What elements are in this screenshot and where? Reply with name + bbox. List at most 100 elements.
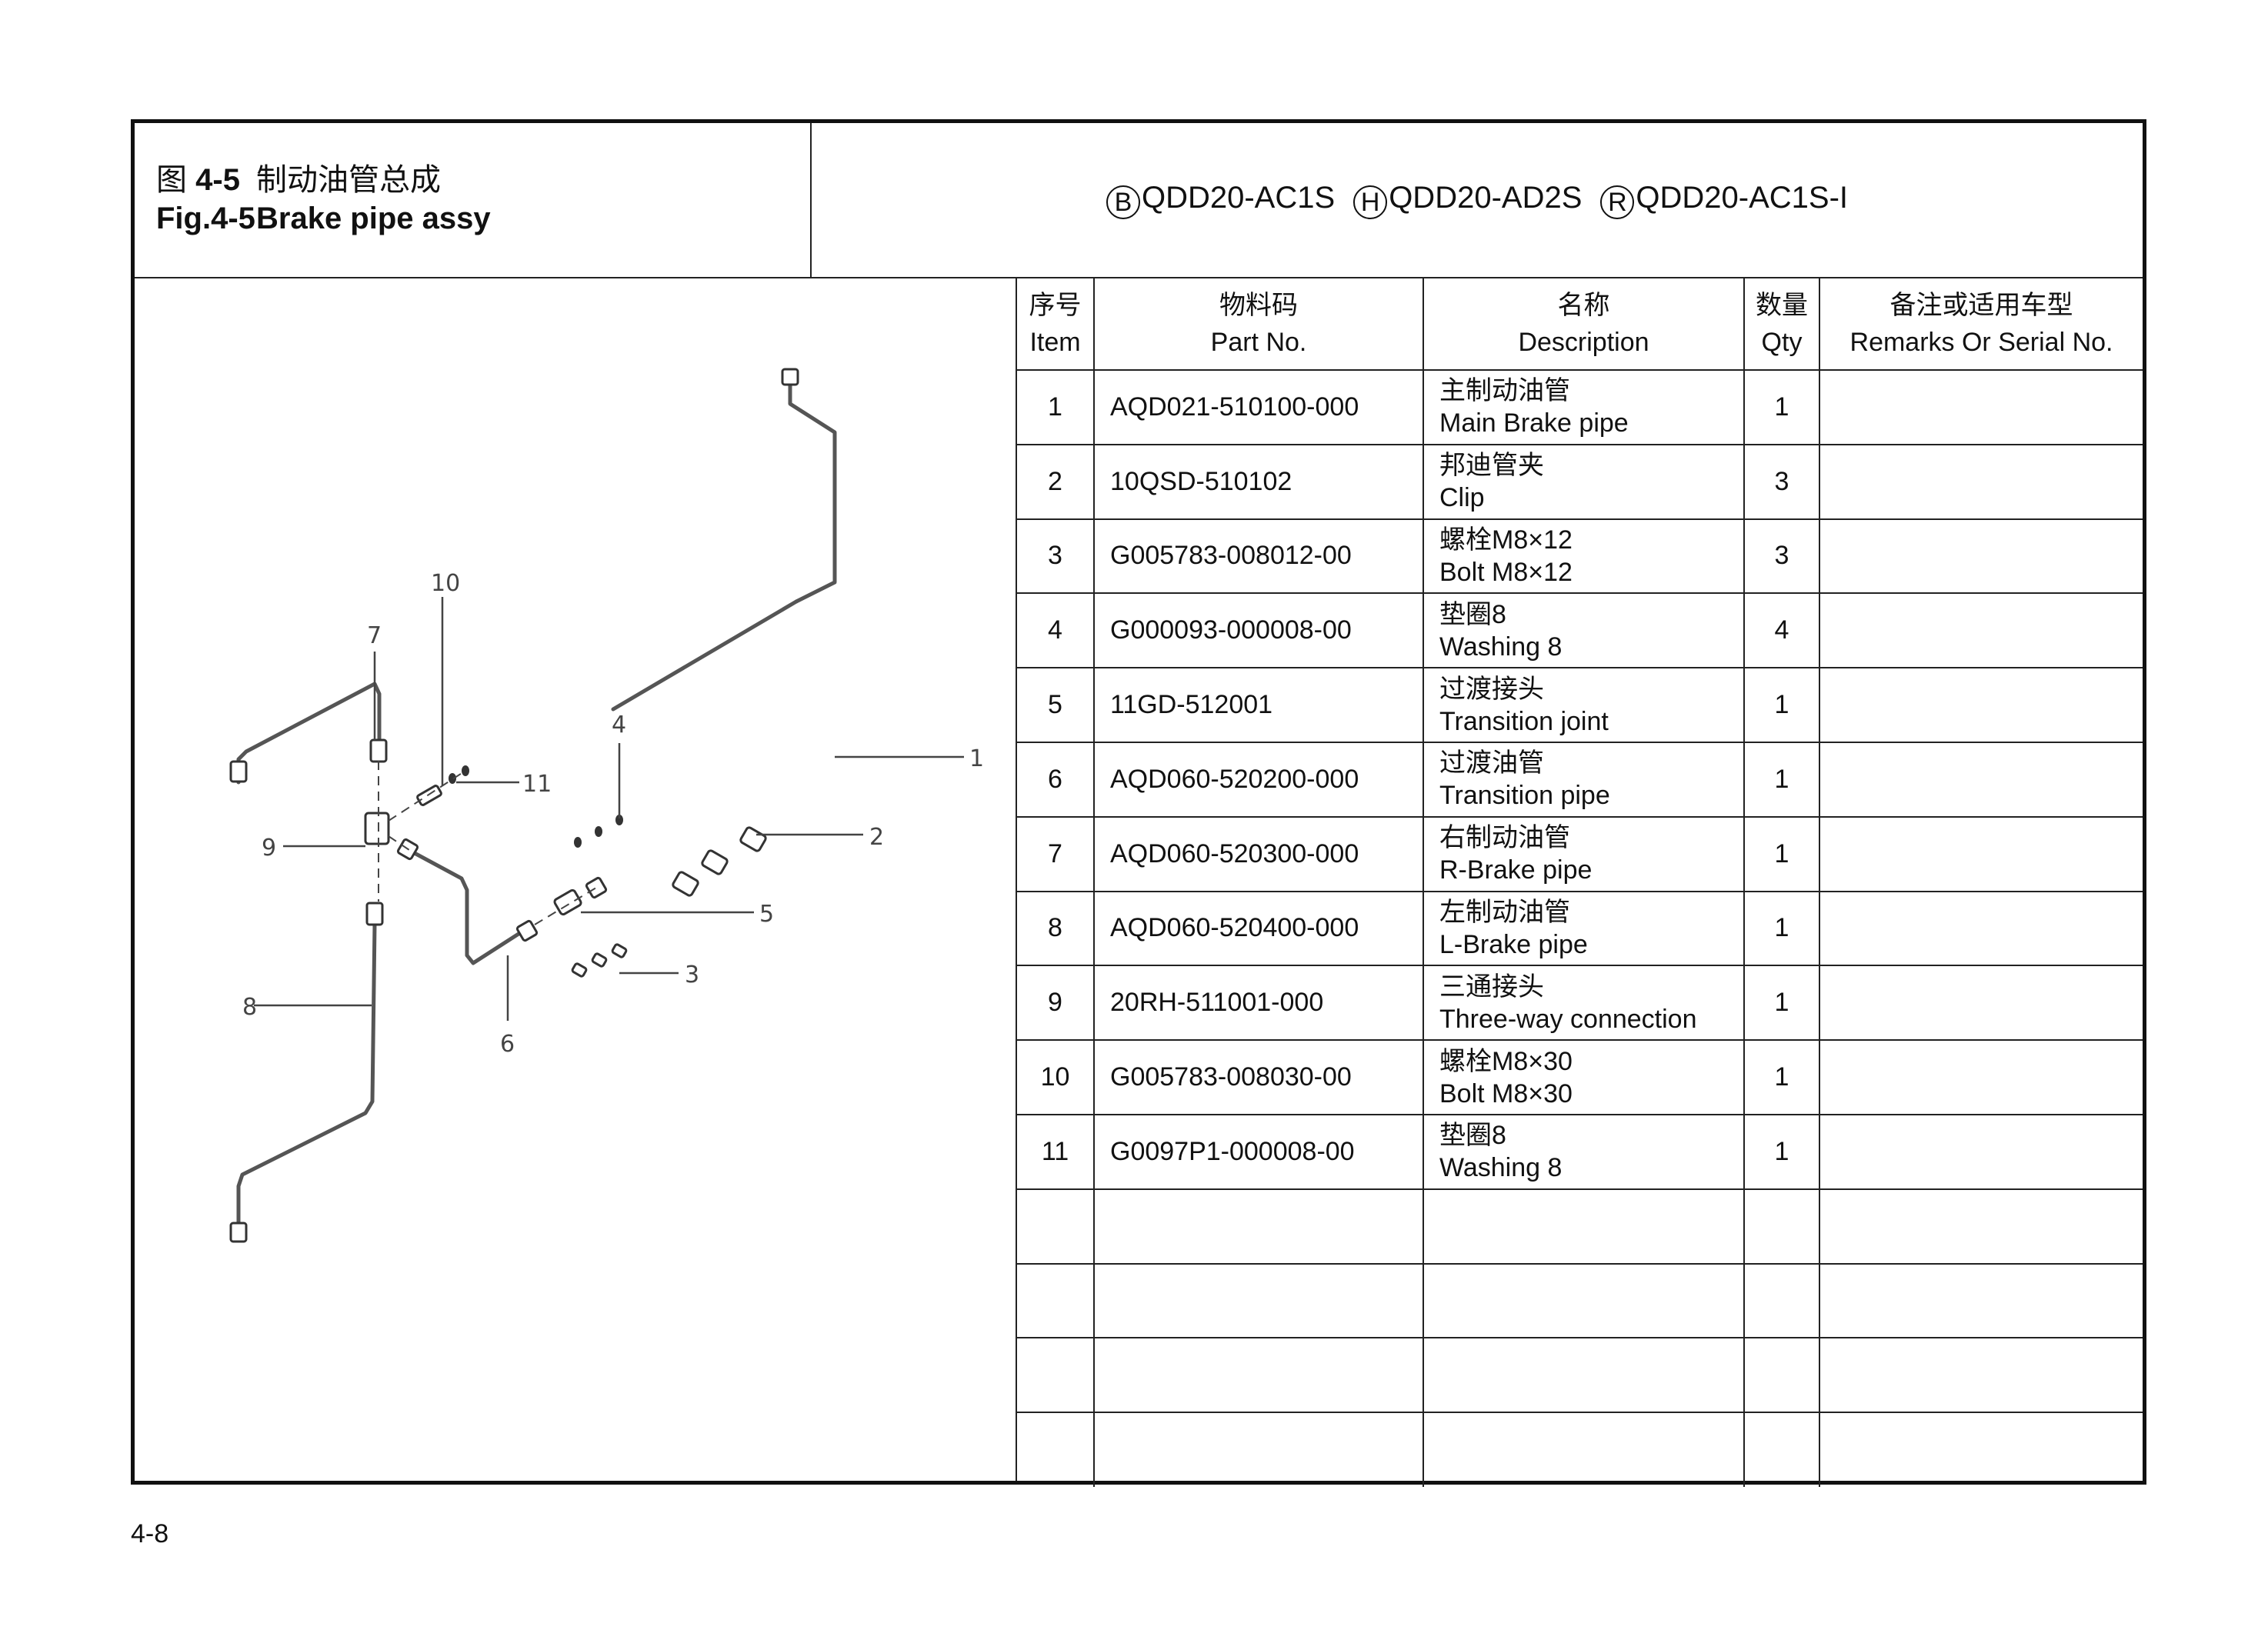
description-en: Transition pipe — [1439, 781, 1610, 811]
cell-item — [1017, 1337, 1095, 1414]
description-zh: 主制动油管 — [1439, 376, 1570, 406]
description-zh: 过渡油管 — [1439, 748, 1544, 778]
cell-qty: 1 — [1743, 1113, 1820, 1190]
cell-part-no: AQD060-520400-000 — [1093, 890, 1424, 967]
cell-remarks — [1819, 890, 2143, 967]
callout-11: 11 — [522, 771, 552, 798]
cell-part-no: 10QSD-510102 — [1093, 443, 1424, 520]
cell-qty: 1 — [1743, 667, 1820, 743]
cell-part-no: 11GD-512001 — [1093, 667, 1424, 743]
cell-item — [1017, 1188, 1095, 1265]
cell-qty: 1 — [1743, 965, 1820, 1042]
fitting — [369, 738, 388, 763]
cell-remarks — [1819, 443, 2143, 520]
cell-remarks — [1819, 518, 2143, 595]
fitting — [585, 876, 608, 899]
cell-item: 6 — [1017, 741, 1095, 818]
bolt-m8x30 — [416, 785, 442, 806]
cell-part-no — [1093, 1337, 1424, 1414]
cell-item — [1017, 1412, 1095, 1487]
callout-1: 1 — [969, 745, 984, 772]
washer — [449, 773, 456, 784]
cell-item: 10 — [1017, 1039, 1095, 1115]
bolt-m8x12 — [611, 943, 628, 958]
page-number: 4-8 — [131, 1519, 169, 1548]
callout-6: 6 — [500, 1031, 515, 1058]
callout-9: 9 — [262, 835, 276, 862]
cell-remarks — [1819, 369, 2143, 445]
description-zh: 右制动油管 — [1439, 823, 1570, 853]
cell-remarks — [1819, 1337, 2143, 1414]
cell-part-no: G005783-008012-00 — [1093, 518, 1424, 595]
cell-qty — [1743, 1262, 1820, 1339]
left-brake-pipe — [236, 922, 377, 1227]
callout-7: 7 — [367, 622, 382, 649]
figure-label-zh: 图 — [156, 163, 187, 197]
figure-label-en: Fig.4-5 — [156, 202, 255, 235]
cell-part-no — [1093, 1188, 1424, 1265]
cell-qty: 3 — [1743, 518, 1820, 595]
fitting — [515, 919, 539, 942]
callout-8: 8 — [242, 994, 257, 1021]
cell-part-no — [1093, 1412, 1424, 1487]
washer — [615, 815, 623, 825]
cell-description — [1423, 1337, 1745, 1414]
fitting — [229, 760, 248, 783]
cell-part-no — [1093, 1262, 1424, 1339]
cell-qty — [1743, 1412, 1820, 1487]
cell-part-no: G005783-008030-00 — [1093, 1039, 1424, 1115]
cell-item: 11 — [1017, 1113, 1095, 1190]
exploded-diagram: 1 2 3 4 5 6 7 8 9 10 11 — [135, 278, 1016, 1481]
description-zh: 螺栓M8×30 — [1439, 1046, 1573, 1076]
table-row — [1017, 1412, 2143, 1487]
cell-part-no: AQD060-520300-000 — [1093, 815, 1424, 892]
cell-qty: 1 — [1743, 890, 1820, 967]
description-zh: 垫圈8 — [1439, 1121, 1506, 1151]
description-zh: 三通接头 — [1439, 972, 1544, 1002]
circled-b-icon: B — [1106, 185, 1140, 219]
cell-part-no: AQD060-520200-000 — [1093, 741, 1424, 818]
circled-h-icon: H — [1353, 185, 1388, 219]
table-row — [1017, 1337, 2143, 1414]
fitting — [229, 1222, 248, 1243]
description-zh: 邦迪管夹 — [1439, 451, 1544, 481]
transition-joint — [553, 888, 582, 916]
cell-remarks — [1819, 667, 2143, 743]
cell-remarks — [1819, 1113, 2143, 1190]
circled-r-icon: R — [1600, 185, 1635, 219]
cell-part-no: AQD021-510100-000 — [1093, 369, 1424, 445]
description-zh: 左制动油管 — [1439, 897, 1570, 927]
cell-remarks — [1819, 1262, 2143, 1339]
description-zh: 螺栓M8×12 — [1439, 525, 1573, 555]
cell-item: 8 — [1017, 890, 1095, 967]
bolt-m8x12 — [571, 962, 588, 978]
figure-title-en: Fig.4-5Brake pipe assy — [156, 200, 491, 237]
cell-part-no: 20RH-511001-000 — [1093, 965, 1424, 1042]
brake-pipe-drawing: 1 2 3 4 5 6 7 8 9 10 11 — [229, 368, 984, 1243]
cell-item: 3 — [1017, 518, 1095, 595]
washer — [595, 826, 602, 837]
description-en: Three-way connection — [1439, 1004, 1697, 1034]
fitting — [781, 368, 799, 386]
description-en: Clip — [1439, 483, 1485, 513]
